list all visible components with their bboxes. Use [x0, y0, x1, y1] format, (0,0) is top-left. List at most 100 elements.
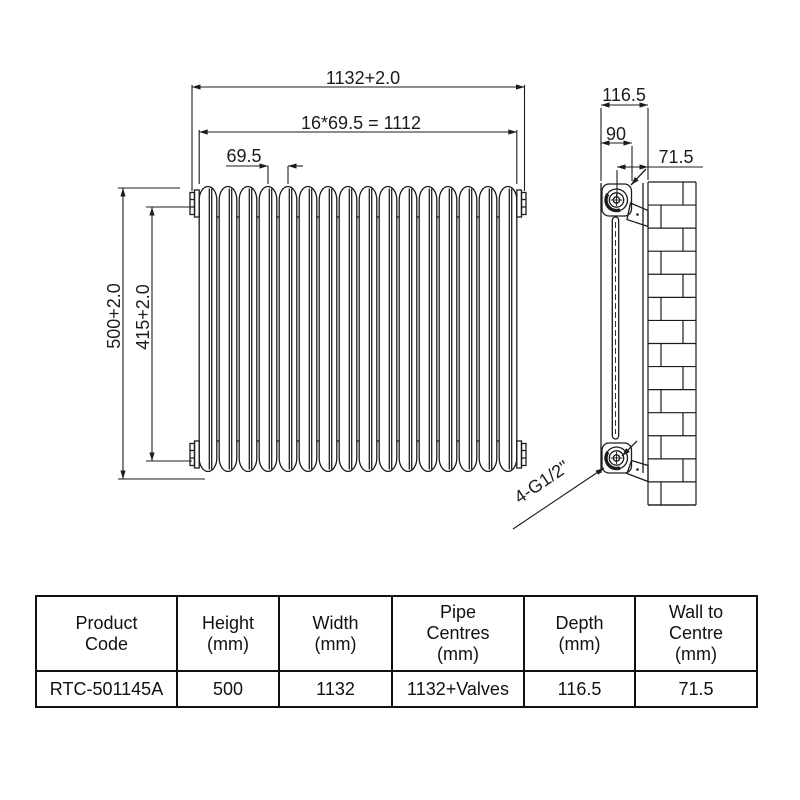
- plug-flange: [193, 440, 200, 469]
- section-top-arc: [458, 185, 478, 201]
- arrowhead: [639, 102, 648, 108]
- bottom-tapping: [601, 442, 633, 474]
- technical-drawing: 1132+2.0 16*69.5 = 1112 69.5 500+2.0 415…: [104, 68, 703, 530]
- label-overall-width: 1132+2.0: [326, 68, 400, 88]
- section-bottom-arc: [418, 457, 438, 473]
- dimension-tapping-centres: [146, 206, 192, 462]
- arrowhead: [639, 164, 648, 170]
- arrowhead: [259, 163, 268, 169]
- dimension-overall-height: [118, 187, 205, 480]
- section-bottom-arc: [458, 457, 478, 473]
- section-bottom-arc: [358, 457, 378, 473]
- section-bottom-arc: [278, 457, 298, 473]
- arrowhead: [149, 207, 155, 216]
- arrowhead: [120, 470, 126, 479]
- label-wall-to-centre: 71.5: [658, 147, 693, 167]
- brick-courses: [648, 182, 696, 506]
- plug-flange: [193, 189, 200, 218]
- plug-cap: [189, 191, 196, 216]
- label-section-pitch: 69.5: [226, 146, 261, 166]
- section-bottom-arc: [318, 457, 338, 473]
- section-bottom-arc: [498, 457, 518, 473]
- dimension-wall-to-centre: [616, 166, 703, 197]
- plug-flange: [516, 189, 523, 218]
- label-overall-height: 500+2.0: [104, 283, 124, 349]
- value-product-code: RTC-501145A: [35, 670, 178, 708]
- section-top-arc: [398, 185, 418, 201]
- dimensions: [118, 84, 703, 530]
- section-bottom-arc: [238, 457, 258, 473]
- section-bottom-arc: [258, 457, 278, 473]
- plug-cap: [189, 442, 196, 467]
- table-data-row: RTC-501145A 500 1132 1132+Valves 116.5 7…: [35, 670, 758, 708]
- arrowhead: [623, 140, 632, 146]
- section-bottom-arc: [378, 457, 398, 473]
- dimension-sections-total: [198, 130, 518, 184]
- brick-wall: [647, 181, 697, 506]
- arrowhead: [199, 129, 208, 135]
- arrowhead: [192, 84, 201, 90]
- plug-cap: [520, 191, 527, 216]
- section-top-arc: [438, 185, 458, 201]
- value-height: 500: [176, 670, 280, 708]
- section-bottom-arc: [198, 457, 218, 473]
- section-bottom-arc: [438, 457, 458, 473]
- arrowhead: [631, 177, 639, 185]
- col-height: Height(mm): [176, 595, 280, 672]
- plug-flange: [516, 440, 523, 469]
- section-top-arc: [338, 185, 358, 201]
- arrowhead: [595, 468, 604, 475]
- section-top-arc: [258, 185, 278, 201]
- arrowhead: [288, 163, 297, 169]
- label-connections: 4-G1/2": [511, 457, 573, 508]
- section-bottom-arc: [218, 457, 238, 473]
- section-bottom-arc: [478, 457, 498, 473]
- section-top-arc: [318, 185, 338, 201]
- section-bottom-arc: [338, 457, 358, 473]
- dimension-overall-width: [191, 85, 526, 191]
- wall-bracket-top: [626, 202, 649, 228]
- arrowhead: [622, 448, 630, 456]
- col-width: Width(mm): [278, 595, 393, 672]
- dimension-section-pitch: [226, 165, 303, 184]
- label-tapping-centres: 415+2.0: [133, 284, 153, 350]
- section-top-arc: [358, 185, 378, 201]
- radiator-front-view: [189, 185, 527, 473]
- value-depth: 116.5: [523, 670, 636, 708]
- radiator-side-view: [600, 168, 649, 483]
- label-sections-total: 16*69.5 = 1112: [301, 113, 421, 133]
- value-wall-to-centre: 71.5: [634, 670, 758, 708]
- dimension-arrowheads: [120, 84, 648, 479]
- section-top-arc: [478, 185, 498, 201]
- col-depth: Depth(mm): [523, 595, 636, 672]
- side-column-tube: [611, 216, 620, 440]
- arrowhead: [601, 102, 610, 108]
- value-width: 1132: [278, 670, 393, 708]
- section-bottom-arc: [298, 457, 318, 473]
- section-top-arc: [198, 185, 218, 201]
- value-pipe-centres: 1132+Valves: [391, 670, 525, 708]
- radiator-plugs: [189, 189, 527, 469]
- section-top-arc: [418, 185, 438, 201]
- arrowhead: [149, 452, 155, 461]
- arrowhead: [601, 140, 610, 146]
- arrowhead: [120, 188, 126, 197]
- section-bottom-arc: [398, 457, 418, 473]
- section-top-arc: [238, 185, 258, 201]
- label-depth: 116.5: [602, 85, 646, 105]
- section-top-arc: [298, 185, 318, 201]
- radiator-sections: [198, 185, 518, 473]
- arrowhead: [516, 84, 525, 90]
- section-top-arc: [498, 185, 518, 201]
- arrowhead: [508, 129, 517, 135]
- section-top-arc: [378, 185, 398, 201]
- arrowhead: [617, 164, 626, 170]
- plug-cap: [520, 442, 527, 467]
- section-top-arc: [218, 185, 238, 201]
